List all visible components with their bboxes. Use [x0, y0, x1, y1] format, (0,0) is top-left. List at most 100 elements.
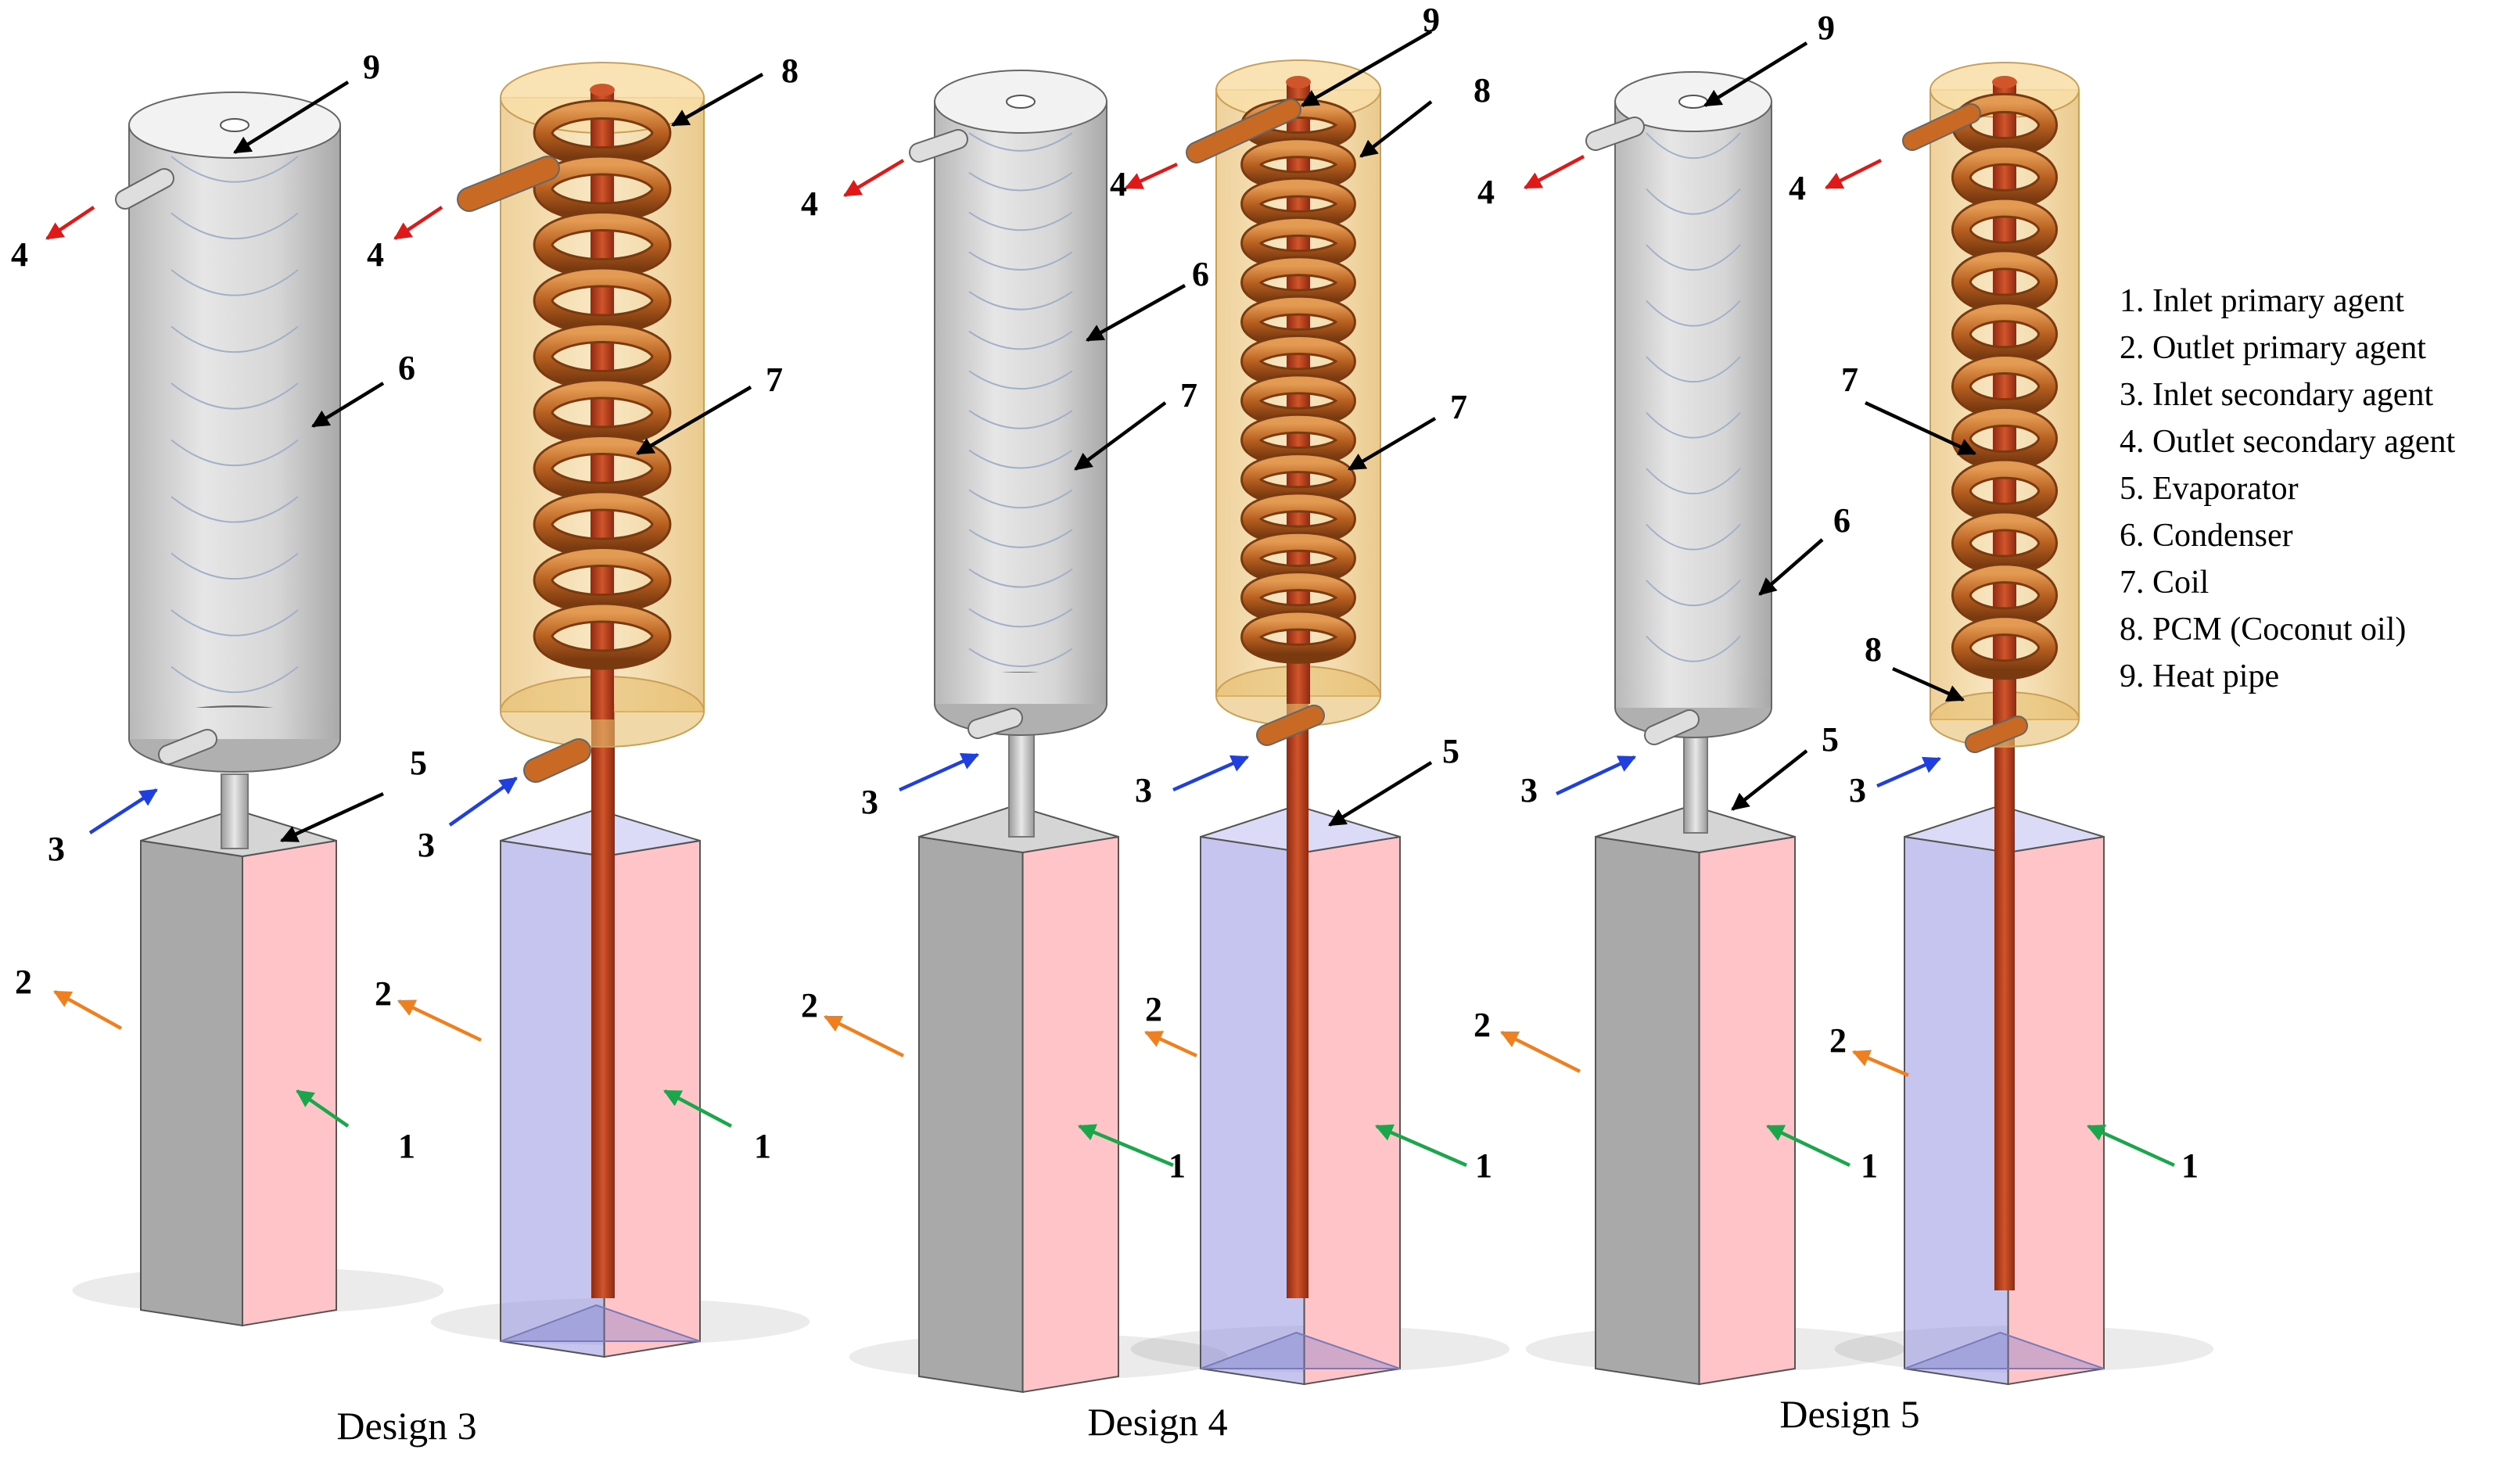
legend-item-8: 8. PCM (Coconut oil)	[2120, 612, 2406, 648]
inner-coil-turn	[968, 291, 1073, 310]
evaporator-bottom	[1904, 1331, 2105, 1369]
inner-coil-turn	[1646, 411, 1741, 439]
design4-inlet-stub-b	[1258, 706, 1323, 745]
inner-coil-turn	[171, 609, 299, 637]
caption-design-5: Design 5	[1779, 1392, 1919, 1436]
inner-coil-turn	[968, 410, 1073, 429]
d4a-arrow-4	[843, 159, 905, 197]
d5b-arrow-4	[1824, 158, 1883, 190]
d4b-label-4: 4	[1110, 165, 1127, 203]
design4-stem-a	[1008, 730, 1035, 838]
d3a-label-6: 6	[398, 349, 415, 387]
inner-coil-turn	[968, 529, 1073, 548]
evaporator-inlet-face	[1698, 835, 1796, 1386]
d4b-arrow-2	[1143, 1030, 1197, 1058]
inner-coil-turn	[171, 156, 299, 183]
inner-coil-turn	[171, 496, 299, 523]
design4-outlet-stub-a	[910, 131, 967, 161]
inner-coil-turn	[1646, 244, 1741, 271]
heat-pipe-upper	[591, 90, 614, 719]
design5-pcm-b	[1929, 62, 2080, 748]
d5b-label-3: 3	[1849, 771, 1866, 809]
d5b-label-2: 2	[1829, 1021, 1847, 1060]
d4a-label-6: 6	[1192, 255, 1209, 293]
heat-pipe-cap	[1286, 76, 1311, 88]
design3-inlet-stub-a	[160, 730, 216, 763]
condenser-lower-band	[935, 673, 1106, 704]
d5a-arrow-1	[1765, 1124, 1851, 1168]
d4b-arrow-5	[1328, 761, 1433, 827]
design3-outlet-stub-b	[458, 157, 558, 210]
d3a-label-4: 4	[11, 235, 28, 274]
d5a-label-6: 6	[1833, 501, 1851, 540]
inner-coil-turn	[1646, 580, 1741, 606]
d4b-arrow-9	[1301, 30, 1433, 107]
d4b-arrow-8	[1359, 100, 1433, 158]
d5b-label-8: 8	[1865, 630, 1882, 669]
d4b-arrow-7	[1348, 417, 1437, 471]
legend-item-1: 1. Inlet primary agent	[2120, 283, 2404, 319]
evaporator-left-face	[500, 839, 605, 1358]
d5b-label-7: 7	[1841, 361, 1858, 399]
d5b-label-1: 1	[2181, 1146, 2199, 1185]
inner-coil-turn	[1646, 356, 1741, 382]
inner-coil-turn	[171, 666, 299, 694]
inner-coil-turn	[968, 370, 1073, 389]
design3-outlet-stub-a	[117, 170, 173, 208]
design5-inlet-stub-b	[1966, 717, 2026, 752]
d3b-arrow-3	[448, 777, 518, 827]
d3b-arrow-1	[663, 1089, 733, 1128]
d5a-label-1: 1	[1861, 1146, 1878, 1185]
d5a-arrow-2	[1499, 1030, 1581, 1074]
design4-outlet-stub-b	[1187, 100, 1300, 162]
heat-pipe-cap	[590, 84, 615, 96]
d3a-label-3: 3	[48, 830, 65, 868]
d3a-label-1: 1	[398, 1127, 415, 1165]
design4-evaporator-b	[1130, 804, 1510, 1386]
d5a-label-4: 4	[1477, 173, 1495, 211]
inner-coil-turn	[1646, 188, 1741, 215]
d5b-arrow-1	[2086, 1124, 2175, 1168]
d3b-label-7: 7	[766, 361, 783, 399]
design3-evaporator-a	[72, 808, 444, 1327]
d5a-label-9: 9	[1818, 9, 1835, 47]
arrow-layer	[45, 30, 2175, 1168]
design5-condenser-a	[1614, 71, 1772, 738]
inner-coil-turn	[968, 648, 1073, 667]
d3b-arrow-2	[397, 999, 482, 1042]
inner-coil-turn	[171, 439, 299, 467]
d4a-arrow-6	[1086, 284, 1186, 342]
heat-pipe-port	[220, 118, 249, 132]
d5a-label-3: 3	[1520, 771, 1538, 809]
d3a-arrow-1	[296, 1089, 350, 1128]
evaporator-left-face	[918, 835, 1024, 1394]
design5-heat-pipe-b	[1994, 716, 2015, 1290]
d3b-label-8: 8	[781, 52, 799, 90]
d5a-arrow-3	[1556, 755, 1637, 796]
d5a-arrow-9	[1703, 41, 1808, 107]
inner-coil-turn	[968, 569, 1073, 588]
d5b-label-4: 4	[1789, 169, 1806, 207]
evaporator-inlet-face	[1303, 835, 1401, 1386]
d5a-label-2: 2	[1474, 1006, 1491, 1044]
d5b-arrow-2	[1851, 1050, 1909, 1078]
d4a-label-1: 1	[1168, 1146, 1186, 1185]
d3a-arrow-4	[45, 206, 95, 240]
condenser-body	[1614, 101, 1772, 709]
design5-evaporator-b	[1834, 804, 2214, 1386]
d5a-arrow-5	[1731, 749, 1808, 811]
inner-coil-turn	[968, 171, 1073, 192]
d4a-label-3: 3	[861, 783, 878, 821]
d3b-arrow-7	[636, 386, 752, 455]
evaporator-inlet-face	[1021, 835, 1119, 1394]
d3a-label-2: 2	[15, 963, 32, 1001]
d4b-arrow-4	[1124, 162, 1178, 190]
d4a-label-2: 2	[801, 986, 818, 1024]
evaporator-inlet-face	[603, 839, 701, 1358]
apparatus-layer	[72, 59, 2214, 1394]
coil-turn	[1243, 612, 1354, 662]
d5a-label-5: 5	[1822, 720, 1839, 759]
d4b-label-9: 9	[1423, 1, 1440, 39]
design3-inlet-stub-b	[525, 740, 590, 781]
